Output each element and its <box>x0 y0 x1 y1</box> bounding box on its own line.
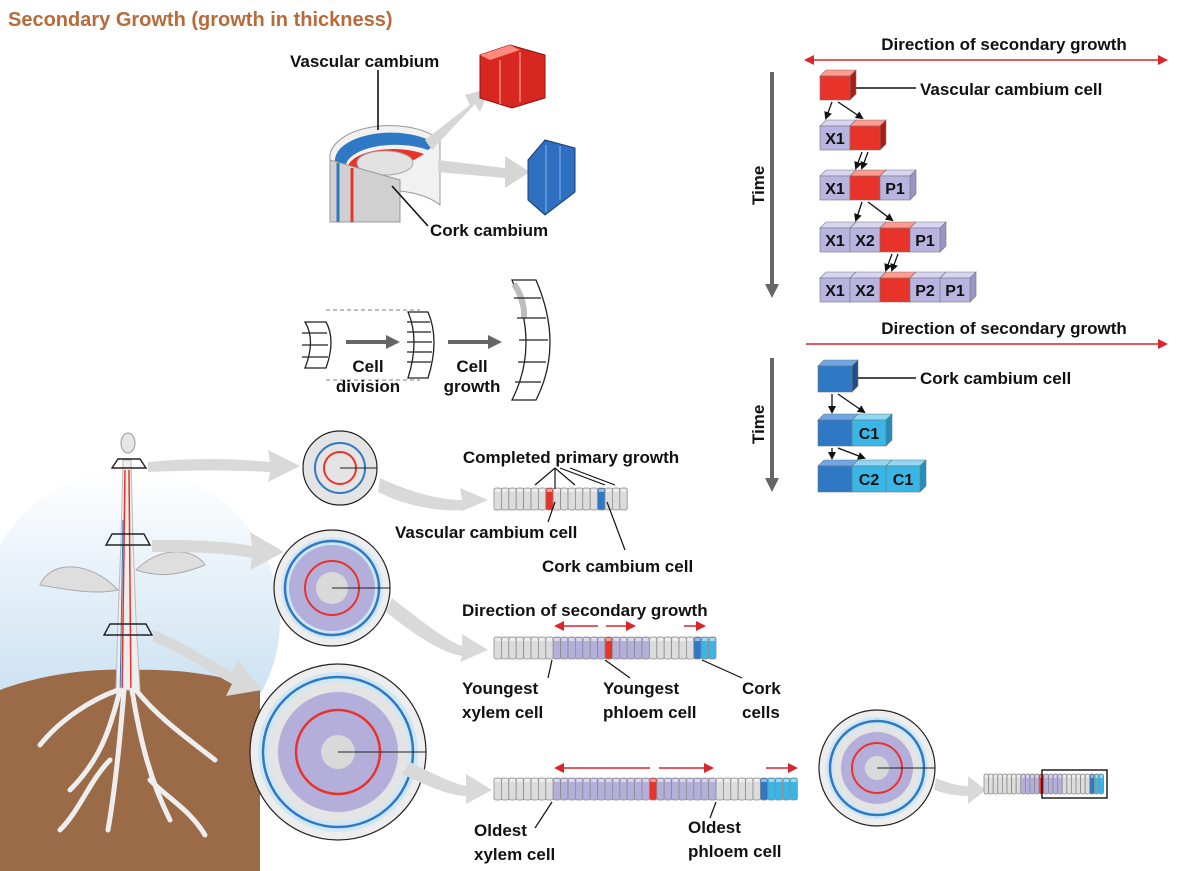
cross-section-primary <box>302 430 378 506</box>
completed-primary-label: Completed primary growth <box>463 448 679 467</box>
young-direction-label: Direction of secondary growth <box>462 601 708 620</box>
oldest-phloem-label-2: phloem cell <box>688 842 782 861</box>
cork-cambium-cells <box>527 139 576 216</box>
youngest-xylem-label-2: xylem cell <box>462 703 543 722</box>
vascular-cell-label: Vascular cambium cell <box>920 80 1102 99</box>
cross-section-small-right <box>818 709 936 827</box>
strip-cell <box>1098 773 1104 795</box>
cork-direction-label: Direction of secondary growth <box>881 319 1127 338</box>
sequence-cell <box>939 277 971 303</box>
sequence-cell-label: X1 <box>825 131 845 148</box>
youngest-xylem-label-1: Youngest <box>462 679 539 698</box>
cork-cambium-cell-label: Cork cambium cell <box>542 557 693 576</box>
sequence-cell <box>849 277 881 303</box>
strip-cell <box>789 777 798 801</box>
sequence-cell-label: P1 <box>915 233 935 250</box>
strip-old-growth <box>493 777 798 801</box>
sequence-cell <box>909 227 941 253</box>
strip-cell <box>708 636 717 660</box>
sequence-cell <box>909 277 941 303</box>
strip-arrows <box>378 478 986 804</box>
cell-division-label-1: Cell <box>352 357 383 376</box>
old-leaders <box>534 801 717 829</box>
cork-cells-label-1: Cork <box>742 679 781 698</box>
section-arrows <box>148 450 300 696</box>
sequence-cell-label: P1 <box>885 181 905 198</box>
sequence-cell <box>819 175 851 201</box>
sequence-cell <box>879 175 911 201</box>
page-title: Secondary Growth (growth in thickness) <box>8 9 393 31</box>
cell-growth-label-2: growth <box>444 377 501 396</box>
roots <box>37 687 218 838</box>
sequence-cell <box>849 125 881 151</box>
sequence-cell-label: P1 <box>945 283 965 300</box>
cork-cells-label-2: cells <box>742 703 780 722</box>
sequence-cell <box>817 365 853 393</box>
oldest-phloem-label-1: Oldest <box>688 818 741 837</box>
vascular-cambium-cell-label: Vascular cambium cell <box>395 523 577 542</box>
section-markers <box>102 458 154 636</box>
sequence-cell-label: P2 <box>915 283 935 300</box>
youngest-phloem-label-1: Youngest <box>603 679 680 698</box>
vascular-cambium-cells <box>479 44 546 109</box>
vascular-time-label: Time <box>749 166 768 205</box>
sequence-cell-label: X2 <box>855 233 875 250</box>
strip-cell <box>619 487 628 511</box>
sequence-cell-label: X2 <box>855 283 875 300</box>
sequence-cell <box>817 465 853 493</box>
cambium-block: Vascular cambium Cork cambium <box>290 44 576 240</box>
sequence-cell <box>851 465 887 493</box>
young-leaders <box>547 659 743 679</box>
apical-bud <box>120 432 136 454</box>
stem <box>115 459 141 691</box>
leaf-right <box>135 551 206 575</box>
sequence-cell-label: X1 <box>825 181 845 198</box>
primary-leaders <box>534 467 626 551</box>
sequence-cell-label: C1 <box>859 426 880 443</box>
sequence-cell <box>851 419 887 447</box>
cork-cell-label: Cork cambium cell <box>920 369 1071 388</box>
strip-primary-growth <box>493 487 628 511</box>
vascular-direction-label: Direction of secondary growth <box>881 35 1127 54</box>
cork-cambium-label: Cork cambium <box>430 221 548 240</box>
sequence-cell-label: C2 <box>859 472 880 489</box>
soil <box>0 669 260 871</box>
sequence-cell <box>819 125 851 151</box>
cell-growth-diagram <box>302 279 551 401</box>
sequence-cell <box>879 277 911 303</box>
cork-time-label: Time <box>749 405 768 444</box>
plant-illustration <box>0 432 280 871</box>
cork-sequence: Direction of secondary growth Time Cork … <box>749 319 1168 493</box>
sequence-cell <box>817 419 853 447</box>
cell-growth-label-1: Cell <box>456 357 487 376</box>
youngest-phloem-label-2: phloem cell <box>603 703 697 722</box>
sequence-cell-label: C1 <box>893 472 914 489</box>
sequence-cell-label: X1 <box>825 233 845 250</box>
sequence-cell <box>849 227 881 253</box>
oldest-xylem-label-2: xylem cell <box>474 845 555 864</box>
leaf-left <box>39 566 119 593</box>
sequence-cell <box>885 465 921 493</box>
cell-division-label-2: division <box>336 377 400 396</box>
vascular-sequence: Direction of secondary growth Time Vascu… <box>749 35 1168 303</box>
oldest-xylem-label-1: Oldest <box>474 821 527 840</box>
sequence-cell-label: X1 <box>825 283 845 300</box>
cross-section-old <box>249 663 427 841</box>
vascular-cambium-label: Vascular cambium <box>290 52 439 71</box>
strip-right-small <box>983 773 1104 795</box>
sequence-cell <box>819 75 851 101</box>
sequence-cell <box>879 227 911 253</box>
cross-section-young <box>273 529 391 647</box>
strip-zoom-box <box>1041 769 1108 799</box>
cork-cambium-leader <box>391 185 429 227</box>
sequence-cell <box>849 175 881 201</box>
strip-young-growth <box>493 636 717 660</box>
